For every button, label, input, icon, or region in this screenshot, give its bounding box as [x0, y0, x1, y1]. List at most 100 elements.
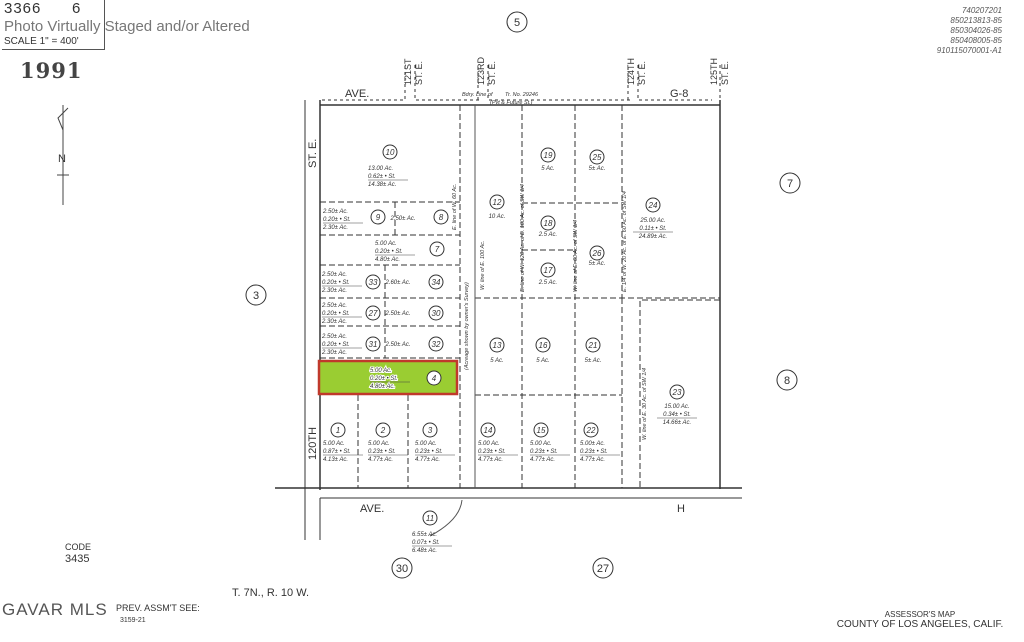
parcel-acreage: 5.00 Ac. [375, 241, 397, 247]
parcel-27[interactable]: 272.50± Ac.0.20± • St.2.30± Ac. [321, 303, 381, 325]
parcel-acreage: 5± Ac. [585, 358, 602, 364]
parcel-acreage: 5± Ac. [589, 261, 606, 267]
parcel-number-circle [429, 241, 445, 257]
parcel-acreage: 4.77± Ac. [478, 457, 503, 463]
adjacent-map-circle [592, 557, 614, 579]
parcel-acreage: 4.77± Ac. [530, 457, 555, 463]
parcel-number: 21 [588, 341, 598, 350]
parcel-acreage: 0.11± • St. [639, 226, 666, 232]
parcel-number-circle [540, 147, 556, 163]
parcel-acreage: 13.00 Ac. [368, 166, 393, 172]
parcel-number-circle [422, 422, 438, 438]
parcel-16[interactable]: 165 Ac. [535, 337, 551, 364]
parcel-8[interactable]: 82.50± Ac. [389, 209, 449, 225]
adjacent-map-5[interactable]: 5 [506, 11, 528, 33]
parcel-number: 15 [537, 426, 546, 435]
parcel-number-circle [426, 370, 442, 386]
parcel-acreage: 14.38± Ac. [368, 182, 396, 188]
private-street-note: (Pvt & Future St.) [490, 100, 533, 106]
parcel-19[interactable]: 19 5 Ac. [540, 147, 556, 172]
adjacent-map-30[interactable]: 30 [391, 557, 413, 579]
parcel-3[interactable]: 35.00 Ac.0.23± • St.4.77± Ac. [415, 422, 455, 463]
parcel-7[interactable]: 75.00 Ac.0.20± • St.4.80± Ac. [375, 241, 445, 263]
parcel-31[interactable]: 312.50± Ac.0.20± • St.2.30± Ac. [321, 334, 381, 356]
parcel-30[interactable]: 30 2.50± Ac. [384, 305, 444, 321]
parcel-number: 30 [432, 309, 441, 318]
parcel-acreage: 4.77± Ac. [580, 457, 605, 463]
parcel-9[interactable]: 92.50± Ac.0.20± • St.2.30± Ac. [322, 209, 386, 231]
adjacent-map-circle [391, 557, 413, 579]
w-line-60-note: W. line of E. 60 Ac. of SW 1/4 [573, 220, 579, 292]
parcel-18[interactable]: 182.5 Ac. [538, 215, 557, 238]
adjacent-map-number: 7 [787, 178, 793, 190]
code-block: CODE 3435 [65, 541, 91, 565]
parcel-number: 31 [369, 340, 378, 349]
parcel-number: 1 [336, 426, 340, 435]
parcel-number-circle [645, 197, 661, 213]
map-number-box [2, 0, 105, 50]
parcel-acreage: 0.23± • St. [415, 449, 443, 455]
parcel-number-circle [669, 384, 685, 400]
adjacent-map-number: 5 [514, 17, 520, 29]
parcel-number: 7 [435, 245, 440, 254]
parcel-25[interactable]: 255± Ac. [589, 149, 606, 172]
parcel-acreage: 0.87± • St. [323, 449, 351, 455]
parcel-acreage: 0.23± • St. [580, 449, 608, 455]
parcel-33[interactable]: 332.50± Ac.0.20± • St.2.30± Ac. [321, 272, 381, 294]
parcel-acreage: 5.00 Ac. [368, 441, 390, 447]
parcel-32[interactable]: 322.50± Ac. [384, 336, 444, 352]
parcel-17[interactable]: 172.5 Ac. [538, 262, 557, 286]
parcel-acreage: 4.80± Ac. [370, 384, 395, 390]
adjacent-map-27[interactable]: 27 [592, 557, 614, 579]
parcel-number-circle [375, 422, 391, 438]
e-line-20-note: E. 1/4 of W. 20 Ac. of E. 60 Ac. of SW 1… [622, 191, 628, 292]
adjacent-map-number: 3 [253, 290, 259, 302]
parcel-number-circle [365, 305, 381, 321]
parcel-number: 17 [544, 266, 553, 275]
parcel-22[interactable]: 225.00± Ac.0.23± • St.4.77± Ac. [580, 422, 620, 463]
parcel-acreage: 0.62± • St. [368, 174, 396, 180]
adjacent-map-8[interactable]: 8 [776, 369, 798, 391]
adjacent-map-7[interactable]: 7 [779, 172, 801, 194]
parcel-acreage: 5 Ac. [541, 166, 554, 172]
parcel-number-circle [583, 422, 599, 438]
parcel-acreage: 0.34± • St. [663, 412, 691, 418]
parcel-number-circle [365, 336, 381, 352]
parcel-acreage: 2.50± Ac. [384, 311, 410, 317]
parcel-number: 13 [493, 341, 502, 350]
e-line-120-note: E. line of W. 120 Ac. of E. 100 Ac. of S… [520, 184, 526, 292]
parcel-21[interactable]: 21 5± Ac. [585, 337, 602, 364]
e-line-60-note: E. line of W. 60 Ac. [452, 184, 458, 230]
adjacent-map-3[interactable]: 3 [245, 284, 267, 306]
st-124-label: 124TH [626, 58, 636, 85]
parcel-2[interactable]: 25.00 Ac.0.23± • St.4.77± Ac. [368, 422, 408, 463]
north-arrow-icon: N [57, 105, 69, 205]
parcel-14[interactable]: 145.00 Ac.0.23± • St.4.77± Ac. [478, 422, 518, 463]
parcel-1[interactable]: 15.00 Ac.0.87± • St.4.13± Ac. [323, 422, 363, 463]
parcel-acreage: 2.50± Ac. [322, 209, 348, 215]
parcel-number-circle [533, 422, 549, 438]
parcel-number: 19 [544, 151, 553, 160]
parcel-number: 32 [432, 340, 441, 349]
reference-code: 850304026-85 [950, 26, 1002, 35]
parcel-number: 25 [592, 153, 602, 162]
parcel-11[interactable]: 116.55± Ac.0.07± • St.6.48± Ac. [412, 510, 452, 554]
parcel-number-circle [535, 337, 551, 353]
parcel-number: 2 [380, 426, 386, 435]
parcel-26[interactable]: 265± Ac. [589, 245, 606, 267]
parcel-34[interactable]: 342.60± Ac. [384, 274, 444, 290]
ave-h-name: H [677, 503, 685, 515]
parcel-number-circle [585, 337, 601, 353]
parcel-15[interactable]: 155.00 Ac.0.23± • St.4.77± Ac. [530, 422, 570, 463]
parcel-acreage: 0.20± • St. [322, 280, 350, 286]
parcel-acreage: 2.30± Ac. [321, 319, 347, 325]
prev-assessment-label: PREV. ASSM'T SEE: [116, 603, 200, 613]
parcel-acreage: 6.48± Ac. [412, 548, 437, 554]
adjacent-map-number: 8 [784, 375, 790, 387]
parcel-4[interactable]: 45.00 Ac.0.20± • St.4.80± Ac. [369, 367, 442, 391]
parcel-13[interactable]: 135 Ac. [489, 337, 505, 364]
